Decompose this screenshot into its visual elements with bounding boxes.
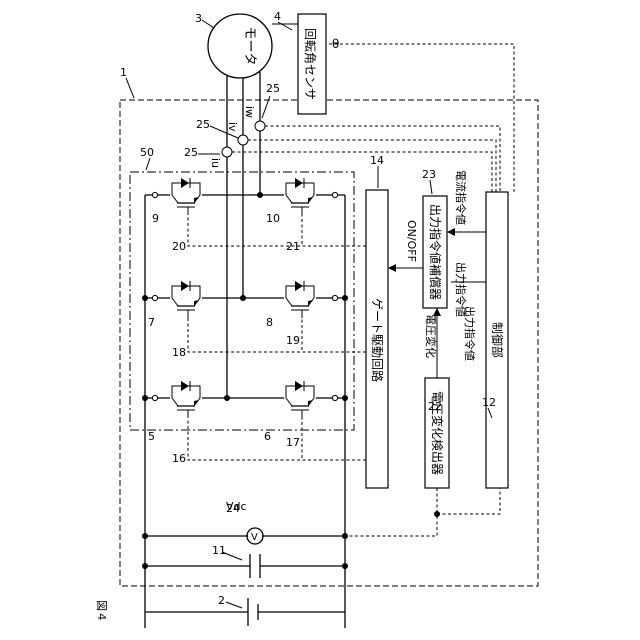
ref-50: 50 (140, 146, 154, 159)
ref-9: 9 (152, 212, 159, 225)
ref-8: 8 (266, 316, 273, 329)
ref-18: 18 (172, 346, 186, 359)
ref-20: 20 (172, 240, 186, 253)
on-off-label: ON/OFF (405, 220, 418, 262)
ref-24: 24 (226, 502, 240, 515)
ref-3: 3 (195, 12, 202, 25)
gate-drive-label: ゲート駆動回路 (370, 298, 385, 382)
ref-25-v: 25 (196, 118, 210, 131)
switch-7 (170, 281, 202, 318)
voltmeter-v: V (251, 532, 258, 543)
current-sensor-u (222, 147, 232, 157)
ref-5: 5 (148, 430, 155, 443)
ref-14: 14 (370, 154, 384, 167)
figure-label: 図４ (95, 600, 108, 622)
voltage-change-label: 電圧変化 (424, 314, 438, 358)
ref-25-u: 25 (184, 146, 198, 159)
inverter-outline (130, 172, 354, 430)
ref-2: 2 (218, 594, 225, 607)
ref-23: 23 (422, 168, 436, 181)
iw-label: iw (243, 106, 256, 118)
ref-4: 4 (274, 10, 281, 23)
switch-8 (284, 281, 316, 318)
ref-11: 11 (212, 544, 226, 557)
theta-label: θ (332, 37, 339, 51)
switch-9 (170, 178, 202, 215)
iu-label: iu (209, 158, 222, 168)
current-sensor-w (255, 121, 265, 131)
current-command-label: 電流指令値 (454, 170, 468, 225)
motor-symbol (208, 14, 272, 78)
ref-17: 17 (286, 436, 300, 449)
ref-12: 12 (482, 396, 496, 409)
ref-1: 1 (120, 66, 127, 79)
switch-6 (284, 381, 316, 418)
motor-label: モータ (242, 26, 257, 65)
ref-10: 10 (266, 212, 280, 225)
ref-19: 19 (286, 334, 300, 347)
ref-7: 7 (148, 316, 155, 329)
angle-sensor-label: 回転角センサ (303, 28, 317, 100)
switch-5 (170, 381, 202, 418)
ref-21: 21 (286, 240, 300, 253)
current-sensor-v (238, 135, 248, 145)
compensator-label: 出力指令値補償器 (428, 204, 443, 300)
ref-16: 16 (172, 452, 186, 465)
switch-10 (284, 178, 316, 215)
ref-25-w: 25 (266, 82, 280, 95)
iv-label: iv (226, 122, 239, 132)
control-unit-label: 制御部 (490, 322, 505, 358)
ref-6: 6 (264, 430, 271, 443)
output-command-label-2: 出力指令値 (463, 306, 477, 361)
ref-22: 22 (428, 400, 442, 413)
